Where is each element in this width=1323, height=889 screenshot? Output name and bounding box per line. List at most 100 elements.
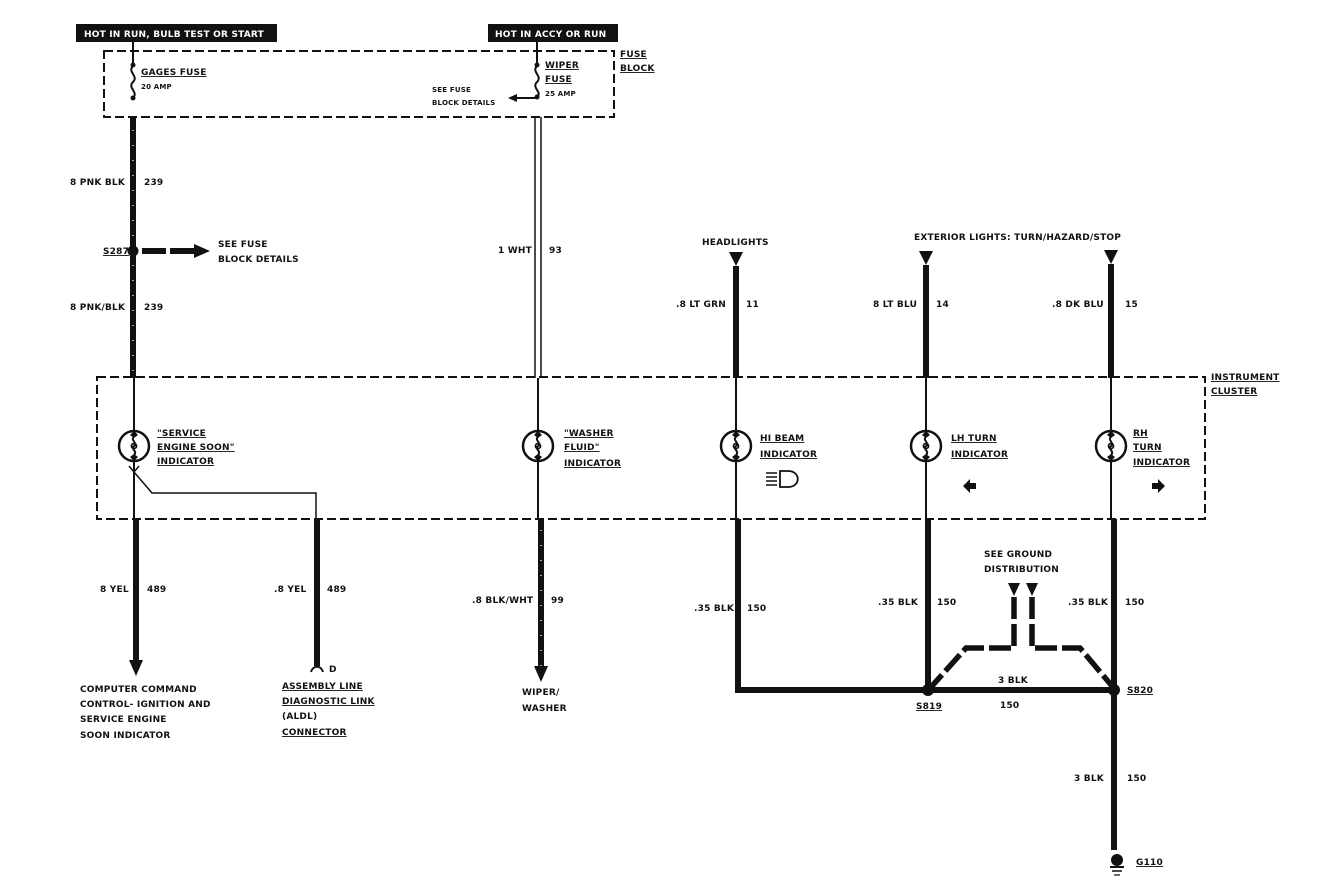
svg-text:25 AMP: 25 AMP bbox=[545, 90, 576, 98]
svg-text:SEE FUSE: SEE FUSE bbox=[432, 86, 471, 94]
aldl-pin: D bbox=[329, 665, 337, 675]
svg-text:150: 150 bbox=[1127, 774, 1146, 784]
headlights-source: HEADLIGHTS .8 LT GRN 11 bbox=[676, 238, 769, 378]
svg-text:GAGES FUSE: GAGES FUSE bbox=[141, 68, 207, 78]
svg-text:LH TURN: LH TURN bbox=[951, 434, 997, 444]
fuse-block-label: FUSE bbox=[620, 50, 647, 60]
svg-text:489: 489 bbox=[147, 585, 166, 595]
power-header-right: HOT IN ACCY OR RUN bbox=[488, 24, 618, 42]
exterior-lights-source: EXTERIOR LIGHTS: TURN/HAZARD/STOP 8 LT B… bbox=[873, 233, 1138, 378]
svg-text:INDICATOR: INDICATOR bbox=[951, 450, 1008, 460]
ground-distribution-ref: SEE GROUND DISTRIBUTION bbox=[929, 550, 1115, 688]
svg-text:TURN: TURN bbox=[1133, 443, 1162, 453]
high-beam-icon bbox=[766, 470, 799, 488]
svg-text:CONTROL- IGNITION AND: CONTROL- IGNITION AND bbox=[80, 700, 211, 710]
svg-text:93: 93 bbox=[549, 246, 562, 256]
svg-text:489: 489 bbox=[327, 585, 346, 595]
svg-text:11: 11 bbox=[746, 300, 759, 310]
svg-text:15: 15 bbox=[1125, 300, 1138, 310]
svg-text:CONNECTOR: CONNECTOR bbox=[282, 728, 347, 738]
instrument-cluster-label: INSTRUMENT bbox=[1211, 373, 1280, 383]
svg-text:INDICATOR: INDICATOR bbox=[1133, 458, 1190, 468]
wire-blk-wht: .8 BLK/WHT 99 WIPER/ WASHER bbox=[472, 519, 567, 714]
left-arrow-icon bbox=[963, 479, 976, 493]
svg-text:150: 150 bbox=[1125, 598, 1144, 608]
svg-text:G110: G110 bbox=[1136, 858, 1163, 868]
svg-text:DIAGNOSTIC LINK: DIAGNOSTIC LINK bbox=[282, 697, 375, 707]
gages-fuse: GAGES FUSE 20 AMP bbox=[130, 42, 207, 101]
washer-fluid-indicator: "WASHER FLUID" INDICATOR bbox=[521, 378, 621, 520]
svg-text:150: 150 bbox=[937, 598, 956, 608]
wire-yel-aldl: .8 YEL 489 D ASSEMBLY LINE DIAGNOSTIC LI… bbox=[274, 519, 375, 738]
service-engine-soon-indicator: "SERVICE ENGINE SOON" INDICATOR bbox=[117, 378, 317, 520]
svg-text:.8 BLK/WHT: .8 BLK/WHT bbox=[472, 596, 534, 606]
svg-text:HOT IN ACCY OR RUN: HOT IN ACCY OR RUN bbox=[495, 30, 606, 40]
svg-text:CLUSTER: CLUSTER bbox=[1211, 387, 1257, 397]
svg-text:.35 BLK: .35 BLK bbox=[878, 598, 919, 608]
svg-text:FUSE: FUSE bbox=[545, 75, 572, 85]
svg-text:S287: S287 bbox=[103, 247, 129, 257]
rh-turn-indicator: RH TURN INDICATOR bbox=[1094, 378, 1190, 520]
svg-text:ASSEMBLY LINE: ASSEMBLY LINE bbox=[282, 682, 363, 692]
svg-text:1 WHT: 1 WHT bbox=[498, 246, 533, 256]
svg-text:99: 99 bbox=[551, 596, 564, 606]
svg-text:WIPER: WIPER bbox=[545, 61, 579, 71]
svg-text:150: 150 bbox=[747, 604, 766, 614]
power-header-left: HOT IN RUN, BULB TEST OR START bbox=[76, 24, 277, 42]
svg-text:BLOCK DETAILS: BLOCK DETAILS bbox=[218, 255, 299, 265]
svg-text:14: 14 bbox=[936, 300, 949, 310]
splice-s819: S819 bbox=[916, 684, 942, 712]
svg-text:"WASHER: "WASHER bbox=[564, 429, 614, 439]
instrument-cluster-outline bbox=[96, 376, 1206, 520]
svg-text:HEADLIGHTS: HEADLIGHTS bbox=[702, 238, 769, 248]
wiper-fuse: WIPER FUSE 25 AMP SEE FUSE BLOCK DETAILS bbox=[432, 42, 579, 107]
svg-text:239: 239 bbox=[144, 178, 163, 188]
lh-turn-indicator: LH TURN INDICATOR bbox=[909, 378, 1008, 520]
svg-text:150: 150 bbox=[1000, 701, 1019, 711]
svg-text:.35 BLK: .35 BLK bbox=[1068, 598, 1109, 608]
svg-text:FLUID": FLUID" bbox=[564, 443, 600, 453]
svg-text:(ALDL): (ALDL) bbox=[282, 712, 317, 722]
svg-text:BLOCK: BLOCK bbox=[620, 64, 655, 74]
svg-text:INDICATOR: INDICATOR bbox=[760, 450, 817, 460]
svg-text:.35 BLK: .35 BLK bbox=[694, 604, 735, 614]
svg-text:8 PNK BLK: 8 PNK BLK bbox=[70, 178, 126, 188]
svg-text:DISTRIBUTION: DISTRIBUTION bbox=[984, 565, 1059, 575]
svg-text:.8 YEL: .8 YEL bbox=[274, 585, 306, 595]
svg-text:SERVICE ENGINE: SERVICE ENGINE bbox=[80, 715, 167, 725]
svg-text:8 YEL: 8 YEL bbox=[100, 585, 129, 595]
hi-beam-indicator: HI BEAM INDICATOR bbox=[719, 378, 817, 520]
fuse-block-outline bbox=[103, 50, 615, 118]
svg-text:BLOCK DETAILS: BLOCK DETAILS bbox=[432, 99, 495, 107]
svg-text:239: 239 bbox=[144, 303, 163, 313]
svg-text:3 BLK: 3 BLK bbox=[998, 676, 1029, 686]
svg-text:EXTERIOR LIGHTS: TURN/HAZARD/S: EXTERIOR LIGHTS: TURN/HAZARD/STOP bbox=[914, 233, 1121, 243]
svg-text:SEE GROUND: SEE GROUND bbox=[984, 550, 1052, 560]
svg-text:INDICATOR: INDICATOR bbox=[157, 457, 214, 467]
right-arrow-icon bbox=[1152, 479, 1165, 493]
svg-text:20 AMP: 20 AMP bbox=[141, 83, 172, 91]
ground-g110: G110 bbox=[1110, 854, 1163, 876]
svg-text:HOT IN RUN, BULB TEST OR START: HOT IN RUN, BULB TEST OR START bbox=[84, 30, 265, 40]
svg-text:S819: S819 bbox=[916, 702, 942, 712]
svg-text:.8 LT GRN: .8 LT GRN bbox=[676, 300, 726, 310]
wire-wht: 1 WHT 93 bbox=[498, 117, 562, 378]
ground-bus: .35 BLK 150 .35 BLK 150 .35 BLK 150 3 BL… bbox=[694, 519, 1146, 850]
svg-text:8 LT BLU: 8 LT BLU bbox=[873, 300, 917, 310]
svg-text:WASHER: WASHER bbox=[522, 704, 567, 714]
wire-yel-ccc: 8 YEL 489 COMPUTER COMMAND CONTROL- IGNI… bbox=[80, 519, 211, 741]
svg-text:INDICATOR: INDICATOR bbox=[564, 459, 621, 469]
splice-s820: S820 bbox=[1108, 684, 1153, 696]
svg-text:HI BEAM: HI BEAM bbox=[760, 434, 804, 444]
svg-text:S820: S820 bbox=[1127, 686, 1153, 696]
svg-text:3 BLK: 3 BLK bbox=[1074, 774, 1105, 784]
svg-text:SEE FUSE: SEE FUSE bbox=[218, 240, 268, 250]
svg-text:RH: RH bbox=[1133, 429, 1148, 439]
svg-text:"SERVICE: "SERVICE bbox=[157, 429, 206, 439]
svg-text:WIPER/: WIPER/ bbox=[522, 688, 560, 698]
splice-s287: S287 SEE FUSE BLOCK DETAILS bbox=[103, 240, 299, 265]
svg-text:COMPUTER COMMAND: COMPUTER COMMAND bbox=[80, 685, 197, 695]
svg-text:8 PNK/BLK: 8 PNK/BLK bbox=[70, 303, 126, 313]
svg-text:.8 DK BLU: .8 DK BLU bbox=[1052, 300, 1104, 310]
